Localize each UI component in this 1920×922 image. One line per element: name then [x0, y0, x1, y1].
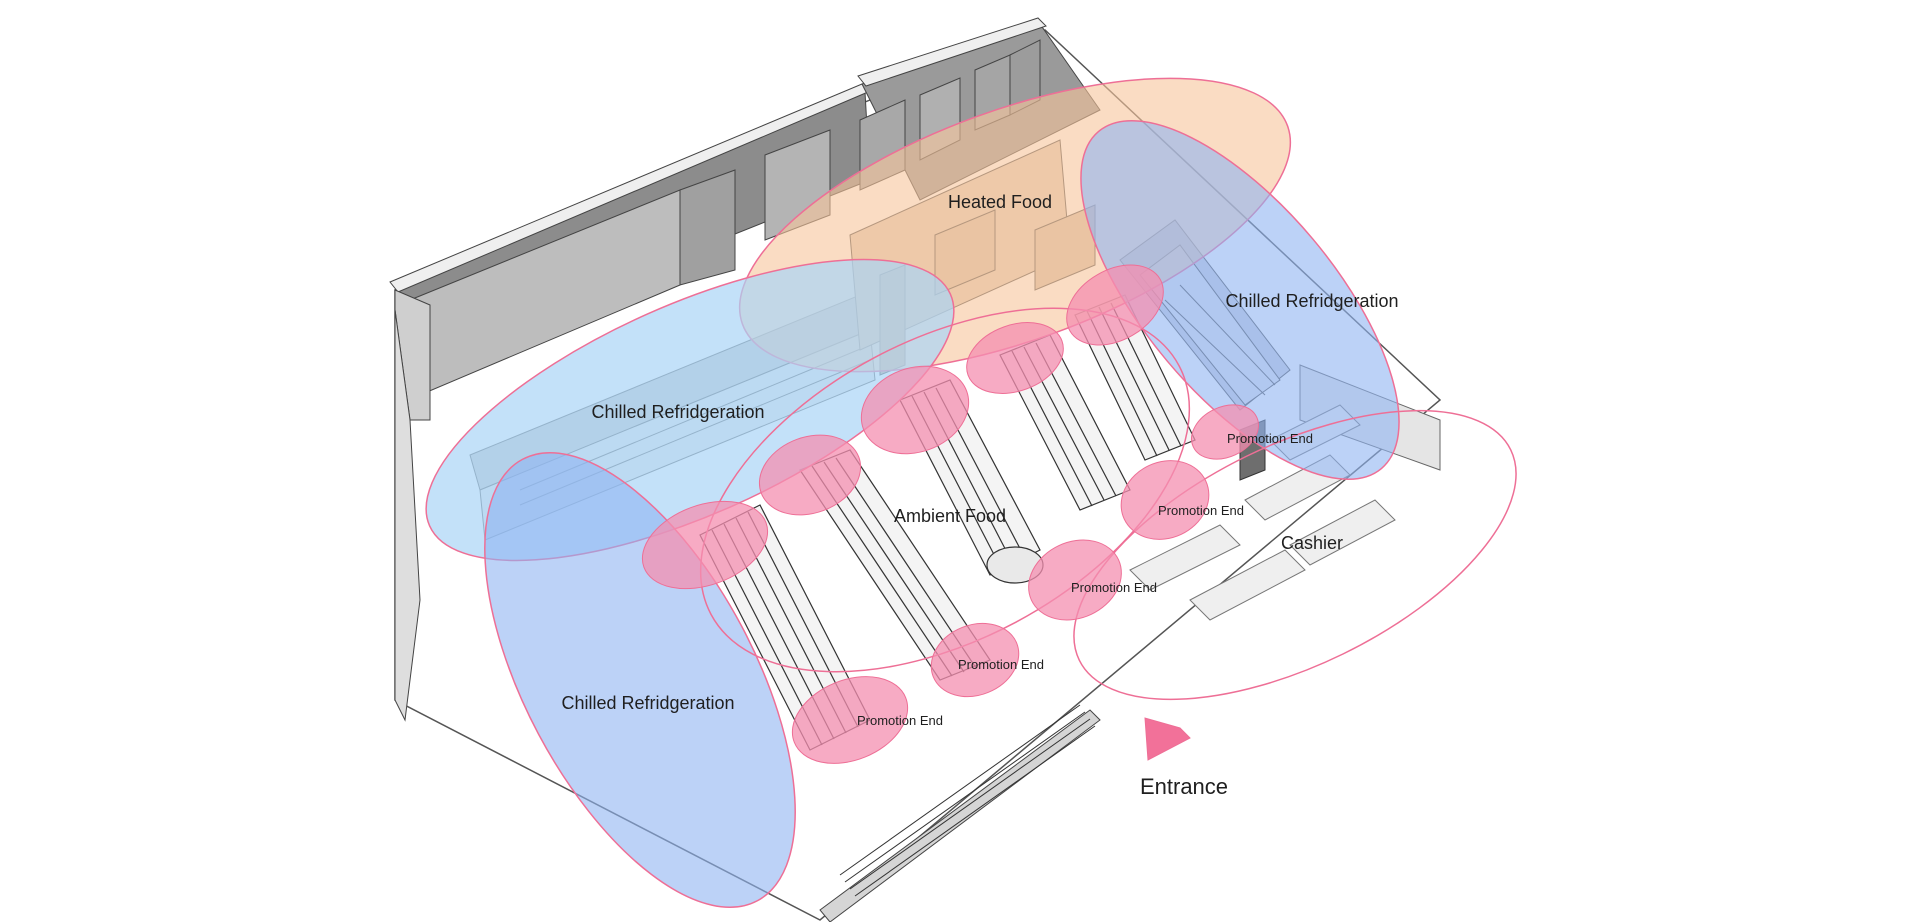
entrance-arrow-icon: [1144, 717, 1191, 761]
label-promotion-end: Promotion End: [958, 657, 1044, 672]
zone-chilled-top-right: [1080, 119, 1400, 481]
promotion-end-blobs: [641, 264, 1259, 764]
promo-blob: [641, 500, 769, 590]
promo-blob: [966, 322, 1064, 394]
zone-chilled-bottom-left: [484, 452, 796, 908]
label-chilled-top-right: Chilled Refridgeration: [1225, 291, 1398, 311]
label-heated-food: Heated Food: [948, 192, 1052, 212]
label-cashier: Cashier: [1281, 533, 1343, 553]
front-wall: [819, 709, 1101, 922]
label-promotion-end: Promotion End: [1071, 580, 1157, 595]
zone-overlays: [425, 77, 1517, 908]
label-promotion-end: Promotion End: [1227, 431, 1313, 446]
label-promotion-end: Promotion End: [857, 713, 943, 728]
label-entrance: Entrance: [1140, 774, 1228, 799]
promo-blob: [860, 365, 970, 455]
promo-blob: [1191, 404, 1259, 460]
label-chilled-center-left: Chilled Refridgeration: [591, 402, 764, 422]
left-side-wall: [394, 289, 431, 421]
promo-blob: [930, 622, 1020, 698]
zone-cashier: [1073, 409, 1517, 701]
back-right-wall-top: [857, 17, 1047, 87]
zone-ambient-food: [699, 307, 1191, 673]
promo-blob: [791, 676, 909, 764]
label-promotion-end: Promotion End: [1158, 503, 1244, 518]
promo-blob: [758, 434, 862, 516]
label-ambient-food: Ambient Food: [894, 506, 1006, 526]
promo-blob: [1066, 264, 1164, 346]
front-wall-shelving: [839, 704, 1096, 897]
label-chilled-bottom-left: Chilled Refridgeration: [561, 693, 734, 713]
left-side-wall-lower: [394, 309, 421, 722]
zone-labels: Heated Food Chilled Refridgeration Chill…: [561, 192, 1398, 799]
promo-blob: [1120, 460, 1210, 540]
promo-blob: [1028, 539, 1122, 621]
